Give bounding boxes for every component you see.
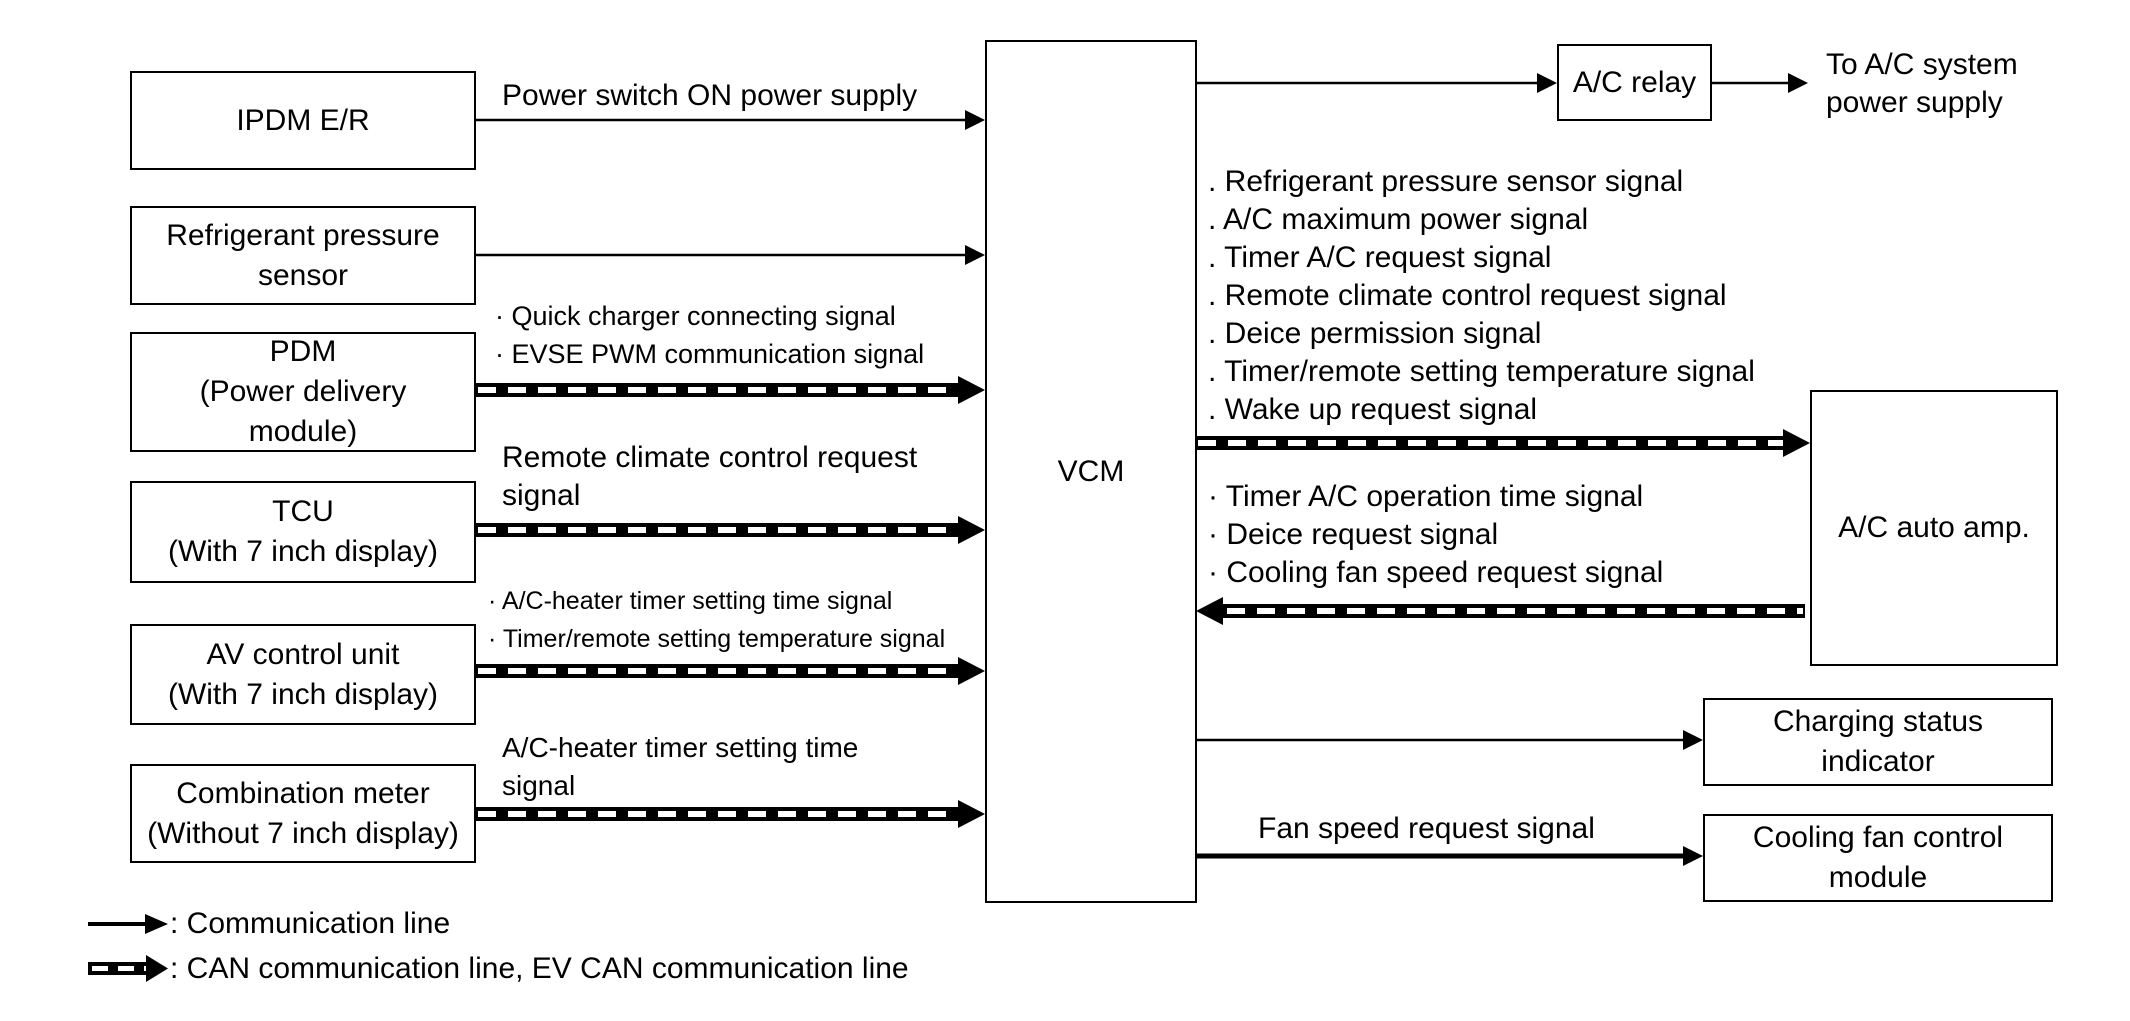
combination-meter-box: Combination meter (Without 7 inch displa… [130, 764, 476, 863]
charging-status-indicator-box: Charging status indicator [1703, 698, 2053, 786]
comm-line-ipdm-vcm [476, 110, 985, 130]
vcm-to-amp-signal-list: . Refrigerant pressure sensor signal . A… [1208, 163, 1755, 429]
pdm-signal-label-2: · EVSE PWM communication signal [495, 339, 925, 369]
refrigerant-sensor-box: Refrigerant pressure sensor [130, 206, 476, 305]
vcm-to-amp-signal: . Remote climate control request signal [1208, 279, 1727, 312]
pdm-signal-label-1: · Quick charger connecting signal [495, 301, 896, 331]
can-line-meter-vcm [476, 800, 985, 828]
av-signal-label-1: · A/C-heater timer setting time signal [488, 587, 893, 615]
can-line-av-vcm [476, 657, 985, 685]
vcm-to-amp-signal: . Refrigerant pressure sensor signal [1208, 165, 1684, 198]
vcm-box: VCM [985, 40, 1197, 903]
amp-to-vcm-signal-list: · Timer A/C operation time signal · Deic… [1208, 478, 1663, 592]
tcu-box: TCU (With 7 inch display) [130, 481, 476, 583]
amp-to-vcm-signal: · Cooling fan speed request signal [1208, 556, 1664, 589]
pdm-box: PDM (Power delivery module) [130, 332, 476, 452]
can-line-pdm-vcm [476, 376, 985, 404]
legend-comm-line [88, 914, 168, 934]
meter-signal-label: A/C-heater timer setting time signal [502, 732, 859, 801]
av-control-unit-box: AV control unit (With 7 inch display) [130, 624, 476, 725]
comm-line-vcm-relay [1196, 73, 1557, 93]
vcm-to-amp-signal: . Timer/remote setting temperature signa… [1208, 355, 1755, 388]
can-line-tcu-vcm [476, 516, 985, 544]
av-signal-label-2: · Timer/remote setting temperature signa… [488, 625, 946, 653]
can-line-vcm-amp [1196, 429, 1810, 457]
vcm-to-amp-signal: . Wake up request signal [1208, 393, 1538, 426]
comm-line-vcm-fan-module [1196, 846, 1703, 866]
vcm-to-amp-signal: . A/C maximum power signal [1208, 203, 1589, 236]
can-line-amp-vcm [1196, 597, 1805, 625]
vcm-to-amp-signal: . Deice permission signal [1208, 317, 1542, 350]
cooling-fan-control-module-box: Cooling fan control module [1703, 814, 2053, 902]
amp-to-vcm-signal: · Deice request signal [1208, 518, 1499, 551]
ac-auto-amp-box: A/C auto amp. [1810, 390, 2058, 666]
comm-line-sensor-vcm [476, 245, 985, 265]
to-ac-system-label: To A/C system power supply [1826, 48, 2018, 119]
amp-to-vcm-signal: · Timer A/C operation time signal [1208, 480, 1644, 513]
legend-can-label: : CAN communication line, EV CAN communi… [170, 952, 909, 985]
ipdm-box: IPDM E/R [130, 71, 476, 170]
vcm-to-amp-signal: . Timer A/C request signal [1208, 241, 1552, 274]
legend-can-line [88, 955, 168, 982]
fan-speed-label: Fan speed request signal [1258, 812, 1595, 845]
legend-communication-label: : Communication line [170, 907, 451, 940]
power-switch-label: Power switch ON power supply [502, 79, 918, 112]
comm-line-relay-system [1712, 73, 1808, 93]
tcu-signal-label: Remote climate control request signal [502, 441, 918, 512]
comm-line-vcm-indicator [1196, 730, 1703, 750]
ac-relay-box: A/C relay [1557, 44, 1712, 121]
